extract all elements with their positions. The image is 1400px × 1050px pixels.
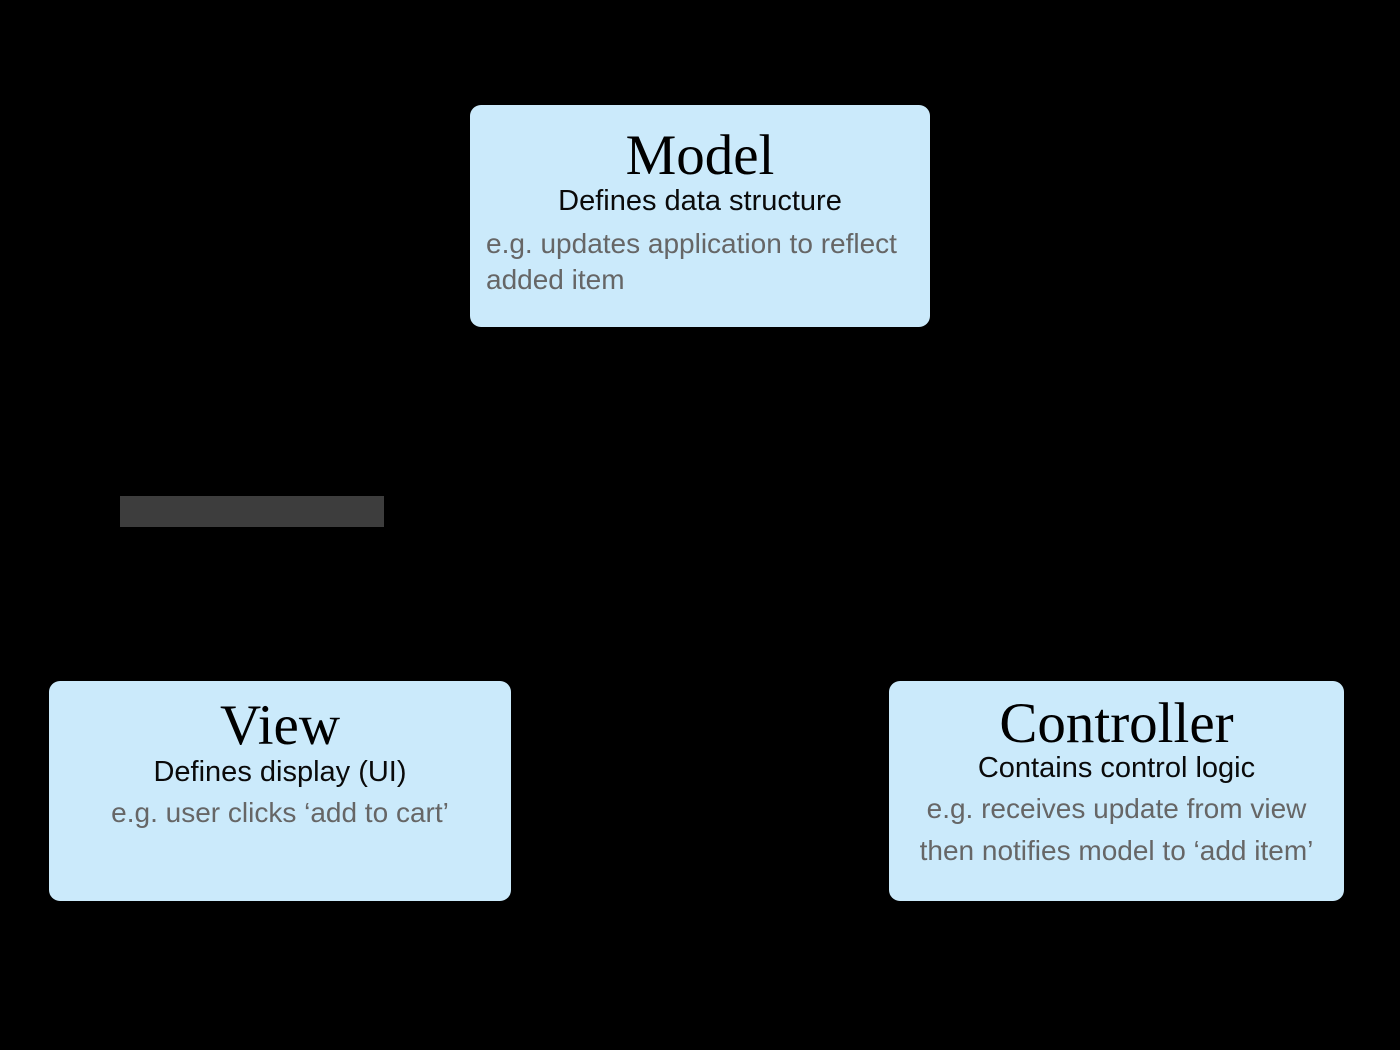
node-controller-example-line-2: then notifies model to ‘add item’ bbox=[919, 834, 1314, 866]
node-view-example: e.g. user clicks ‘add to cart’ bbox=[111, 797, 449, 829]
node-controller-subtitle: Contains control logic bbox=[977, 752, 1256, 785]
node-view-title: View bbox=[219, 694, 341, 757]
redacted-placeholder-bar bbox=[120, 496, 384, 527]
node-controller-title: Controller bbox=[999, 692, 1234, 755]
node-model-title: Model bbox=[625, 124, 775, 187]
node-model-example: e.g. updates application to reflect adde… bbox=[486, 228, 897, 295]
node-model[interactable]: Model Defines data structure e.g. update… bbox=[470, 105, 930, 327]
node-view[interactable]: View Defines display (UI) e.g. user clic… bbox=[49, 681, 511, 901]
node-model-subtitle: Defines data structure bbox=[558, 185, 842, 218]
node-controller[interactable]: Controller Contains control logic e.g. r… bbox=[889, 681, 1344, 901]
node-view-subtitle: Defines display (UI) bbox=[153, 756, 407, 789]
node-controller-example-line-1: e.g. receives update from view bbox=[926, 793, 1307, 825]
